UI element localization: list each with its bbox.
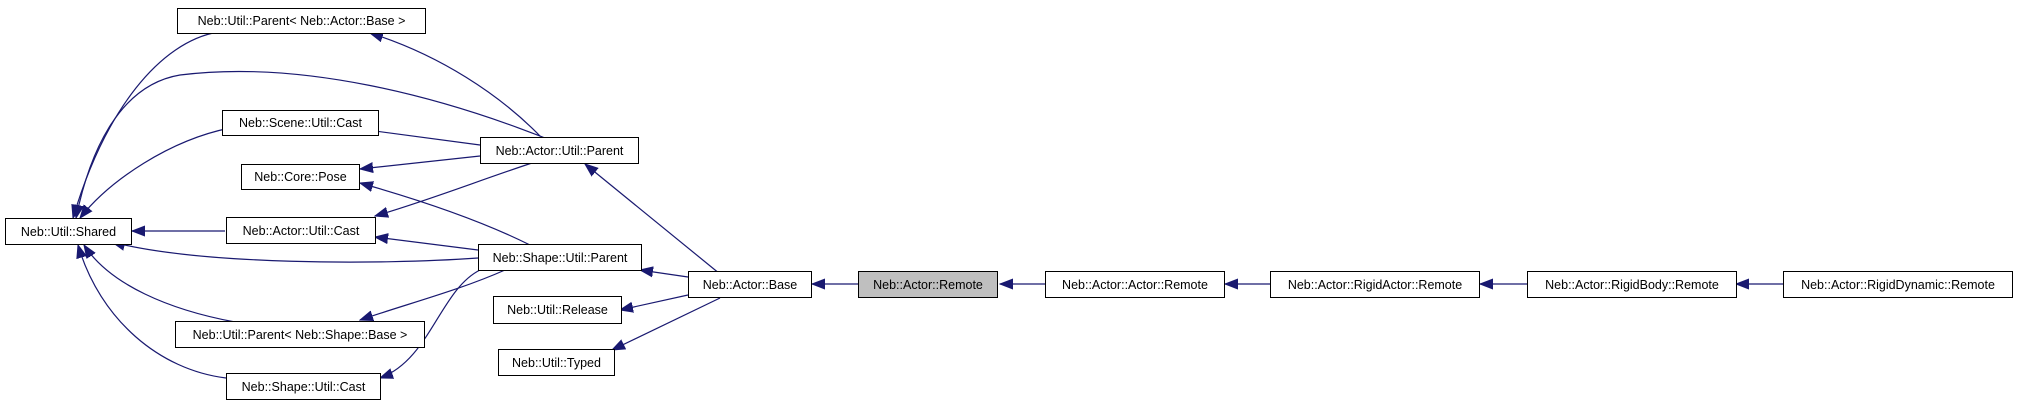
- edge-parent-shape-base-to-shared: [84, 245, 236, 323]
- node-util-typed[interactable]: Neb::Util::Typed: [498, 349, 615, 376]
- edge-shape-util-parent-to-pose: [360, 183, 531, 246]
- node-actor-actor-remote[interactable]: Neb::Actor::Actor::Remote: [1045, 271, 1225, 298]
- node-util-parent-actor-base[interactable]: Neb::Util::Parent< Neb::Actor::Base >: [177, 8, 426, 34]
- edge-actor-base-to-release: [620, 294, 689, 310]
- node-util-shared[interactable]: Neb::Util::Shared: [5, 218, 132, 245]
- edge-shape-util-parent-to-actor-cast: [375, 237, 479, 251]
- node-actor-util-parent[interactable]: Neb::Actor::Util::Parent: [480, 137, 639, 164]
- edge-actor-base-to-shape-util-parent: [640, 270, 689, 277]
- node-util-release[interactable]: Neb::Util::Release: [493, 296, 622, 324]
- node-rigiddynamic-remote[interactable]: Neb::Actor::RigidDynamic::Remote: [1783, 271, 2013, 298]
- node-shape-util-parent[interactable]: Neb::Shape::Util::Parent: [478, 244, 642, 271]
- edge-actor-util-parent-to-actor-cast: [375, 161, 536, 216]
- edge-actor-base-to-actor-util-parent: [585, 164, 721, 275]
- node-actor-remote[interactable]: Neb::Actor::Remote: [858, 271, 998, 298]
- node-core-pose[interactable]: Neb::Core::Pose: [241, 164, 360, 190]
- node-rigidactor-remote[interactable]: Neb::Actor::RigidActor::Remote: [1270, 271, 1480, 298]
- node-shape-util-cast[interactable]: Neb::Shape::Util::Cast: [226, 373, 381, 400]
- edge-shape-util-parent-to-shape-cast: [380, 269, 481, 378]
- node-util-parent-shape-base[interactable]: Neb::Util::Parent< Neb::Shape::Base >: [175, 321, 425, 348]
- edge-actor-util-parent-to-parent-actor-base: [370, 33, 541, 137]
- node-scene-util-cast[interactable]: Neb::Scene::Util::Cast: [222, 110, 379, 136]
- edge-scene-cast-to-shared: [80, 127, 231, 218]
- edge-actor-base-to-typed: [612, 297, 721, 350]
- edge-parent-actor-base-to-shared: [73, 31, 219, 218]
- edge-actor-util-parent-to-scene-cast: [360, 129, 481, 146]
- node-actor-base[interactable]: Neb::Actor::Base: [688, 271, 812, 298]
- node-actor-util-cast[interactable]: Neb::Actor::Util::Cast: [226, 217, 376, 244]
- edge-actor-util-parent-to-pose: [360, 155, 481, 169]
- edge-actor-util-parent-to-shared: [76, 70, 561, 218]
- edge-shape-util-parent-to-parent-shape-base: [360, 269, 506, 320]
- node-rigidbody-remote[interactable]: Neb::Actor::RigidBody::Remote: [1527, 271, 1737, 298]
- edge-shape-cast-to-shared: [78, 245, 227, 379]
- edge-shape-util-parent-to-shared: [112, 242, 479, 263]
